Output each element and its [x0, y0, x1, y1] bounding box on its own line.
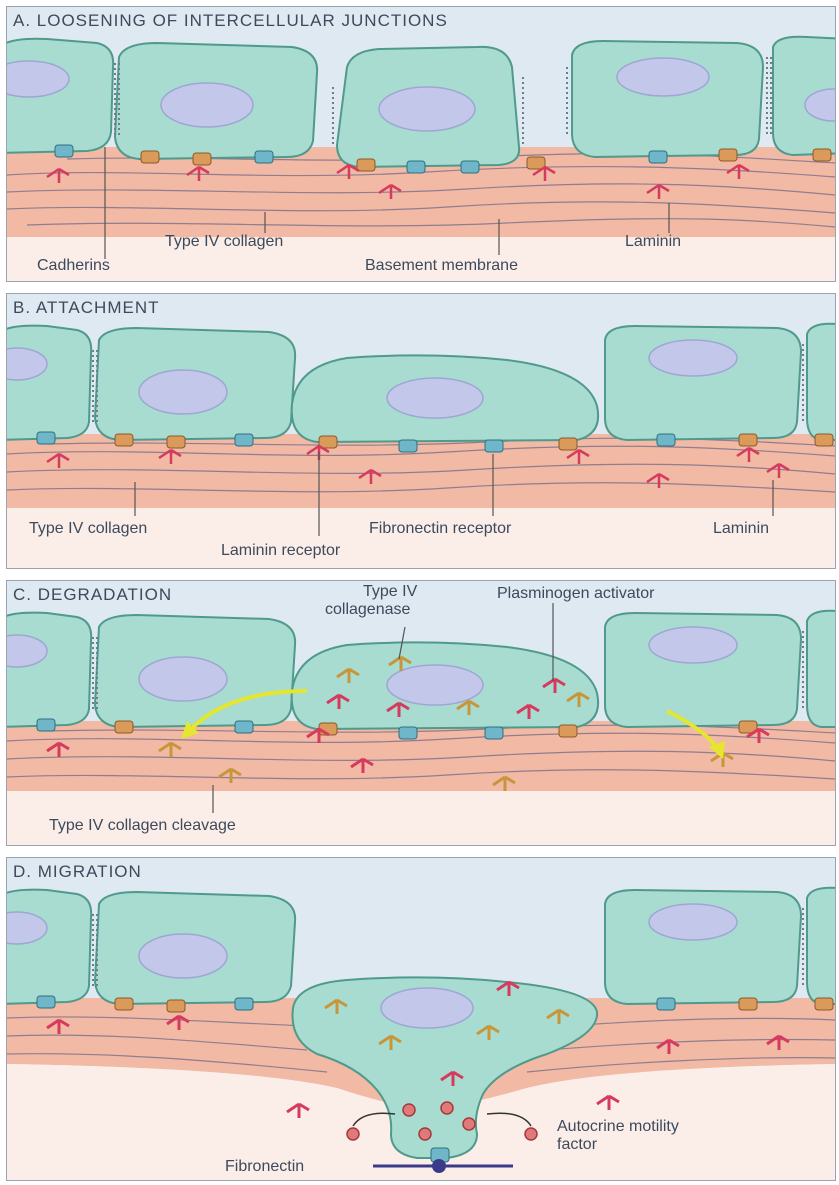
panel-d-migration: D. MIGRATION Autocrine motility factor F…: [6, 857, 836, 1181]
label-type-iv-collagen: Type IV collagen: [165, 233, 283, 251]
label-plasminogen-activator: Plasminogen activator: [497, 585, 654, 603]
panel-b-title: B. ATTACHMENT: [13, 298, 160, 318]
label-collagenase: collagenase: [325, 601, 410, 619]
label-laminin: Laminin: [713, 520, 769, 538]
fibronectin-node: [432, 1159, 446, 1173]
panel-a-illustration: [7, 7, 835, 281]
epithelial-cells: [7, 611, 835, 729]
label-cadherins: Cadherins: [37, 257, 110, 275]
epithelial-cells: [7, 37, 835, 167]
label-type-iv-collagen: Type IV collagen: [29, 520, 147, 538]
label-laminin-receptor: Laminin receptor: [221, 542, 340, 560]
epithelial-cells: [7, 324, 835, 442]
panel-c-degradation: C. DEGRADATION Type IV collagenase Plasm…: [6, 580, 836, 846]
label-fibronectin: Fibronectin: [225, 1158, 304, 1176]
label-laminin: Laminin: [625, 233, 681, 251]
panel-d-illustration: [7, 858, 835, 1180]
label-fibronectin-receptor: Fibronectin receptor: [369, 520, 511, 538]
label-type-iv-collagen-cleavage: Type IV collagen cleavage: [49, 817, 236, 835]
panel-c-illustration: [7, 581, 835, 845]
label-autocrine-motility: Autocrine motility: [557, 1118, 679, 1136]
label-basement-membrane: Basement membrane: [365, 257, 518, 275]
label-type-iv: Type IV: [363, 583, 417, 601]
panel-a-loosening: A. LOOSENING OF INTERCELLULAR JUNCTIONS …: [6, 6, 836, 282]
panel-a-title: A. LOOSENING OF INTERCELLULAR JUNCTIONS: [13, 11, 448, 31]
panel-b-attachment: B. ATTACHMENT Type IV collagen Fibronect…: [6, 293, 836, 569]
panel-d-title: D. MIGRATION: [13, 862, 142, 882]
panel-c-title: C. DEGRADATION: [13, 585, 172, 605]
label-factor: factor: [557, 1136, 597, 1154]
